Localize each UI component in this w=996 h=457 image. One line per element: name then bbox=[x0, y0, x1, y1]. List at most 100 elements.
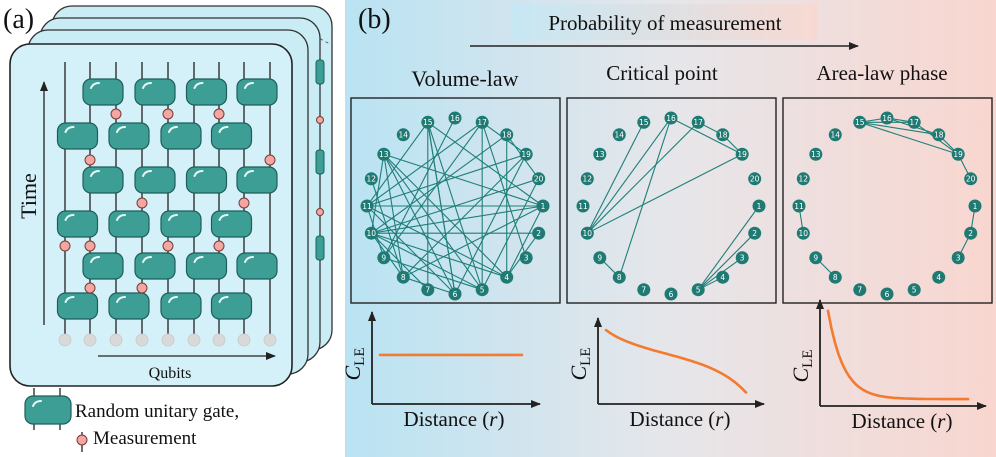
graph-node bbox=[396, 270, 410, 284]
graph-node bbox=[421, 115, 435, 129]
graph-edge bbox=[427, 121, 544, 207]
graph-node bbox=[475, 283, 489, 297]
graph-node-label: 7 bbox=[425, 285, 430, 294]
graph-node-label: 11 bbox=[362, 202, 372, 211]
graph-node bbox=[964, 172, 978, 186]
graph-node-label: 18 bbox=[718, 131, 728, 140]
gate-highlight bbox=[244, 256, 254, 263]
qubit-initial-state bbox=[109, 333, 123, 347]
y-axis-label: CLE bbox=[340, 347, 368, 380]
graph-node-label: 2 bbox=[968, 229, 973, 238]
graph-node-label: 2 bbox=[536, 229, 541, 238]
random-unitary-gate bbox=[134, 166, 176, 194]
measurement-marker bbox=[84, 282, 96, 294]
graph-node bbox=[828, 270, 842, 284]
back-gate-stub bbox=[315, 235, 325, 261]
qubits-label: Qubits bbox=[149, 365, 192, 382]
probability-arrow-label: Probability of measurement bbox=[548, 11, 781, 35]
measurement-marker bbox=[264, 154, 276, 166]
graph-node-label: 12 bbox=[583, 175, 593, 184]
gate-highlight bbox=[168, 296, 178, 303]
graph-node bbox=[853, 283, 867, 297]
panel-b-label: (b) bbox=[358, 4, 391, 35]
random-unitary-gate bbox=[236, 166, 278, 194]
gate-highlight bbox=[142, 82, 152, 89]
graph-node bbox=[716, 128, 730, 142]
graph-node bbox=[907, 283, 921, 297]
graph-node-label: 5 bbox=[696, 285, 701, 294]
graph-node bbox=[377, 251, 391, 265]
random-unitary-gate bbox=[236, 78, 278, 106]
graph-node-label: 14 bbox=[399, 131, 409, 140]
graph-node-label: 14 bbox=[615, 131, 625, 140]
graph-edge bbox=[481, 178, 540, 290]
graph-edge bbox=[859, 121, 959, 155]
qubit-initial-state bbox=[237, 333, 251, 347]
graph-node bbox=[500, 128, 514, 142]
graph-node-label: 20 bbox=[534, 175, 544, 184]
graph-edge bbox=[370, 232, 429, 291]
graph-node-label: 3 bbox=[524, 254, 529, 263]
graph-node-label: 19 bbox=[953, 150, 963, 159]
panel-b-background bbox=[345, 0, 996, 457]
random-unitary-gate bbox=[108, 210, 150, 238]
graph-node-label: 16 bbox=[450, 114, 460, 123]
back-measurement-stub bbox=[316, 116, 324, 124]
random-unitary-gate bbox=[210, 122, 253, 150]
graph-edge bbox=[383, 153, 544, 207]
graph-node-label: 6 bbox=[453, 290, 458, 299]
graph-node-label: 9 bbox=[813, 254, 818, 263]
graph-node-label: 11 bbox=[578, 202, 588, 211]
graph-node-label: 2 bbox=[752, 229, 757, 238]
graph-node-label: 3 bbox=[740, 254, 745, 263]
graph-node bbox=[475, 115, 489, 129]
graph-node bbox=[828, 128, 842, 142]
graph-node bbox=[396, 128, 410, 142]
gate-highlight bbox=[168, 126, 178, 133]
graph-node-label: 10 bbox=[799, 229, 809, 238]
graph-edge bbox=[371, 178, 539, 234]
gate-highlight bbox=[90, 256, 100, 263]
graph-edge bbox=[383, 153, 508, 278]
back-gate-stub bbox=[315, 149, 325, 175]
gate-highlight bbox=[218, 126, 229, 133]
random-unitary-gate bbox=[108, 122, 150, 150]
graph-edge bbox=[859, 121, 939, 136]
graph-node-label: 13 bbox=[379, 150, 389, 159]
graph-edge bbox=[371, 232, 507, 278]
graph-node bbox=[735, 147, 749, 161]
graph-node bbox=[968, 199, 982, 213]
graph-node-label: 15 bbox=[855, 118, 865, 127]
graph-node bbox=[748, 226, 762, 240]
time-label: Time bbox=[16, 173, 41, 219]
graph-node-label: 16 bbox=[666, 114, 676, 123]
graph-node-label: 14 bbox=[831, 131, 841, 140]
measurement-marker bbox=[213, 240, 225, 252]
graph-node bbox=[792, 199, 806, 213]
graph-edge bbox=[697, 205, 760, 291]
title-volume-law: Volume-law bbox=[411, 66, 518, 91]
gate-highlight bbox=[218, 296, 229, 303]
back-measurement-stub bbox=[316, 208, 324, 216]
graph-node-label: 7 bbox=[857, 285, 862, 294]
arrow-label-background bbox=[512, 4, 818, 40]
graph-node-label: 8 bbox=[833, 273, 838, 282]
graph-edge bbox=[370, 134, 508, 234]
graph-node-label: 13 bbox=[811, 150, 821, 159]
graph-node bbox=[752, 199, 766, 213]
gate-highlight bbox=[142, 256, 152, 263]
graph-node-label: 6 bbox=[885, 290, 890, 299]
legend-measurement-label: Measurement bbox=[93, 428, 197, 449]
graph-edge bbox=[383, 257, 483, 291]
panel-a: Time Qubits Random unitary gate, Measure… bbox=[3, 4, 333, 452]
random-unitary-gate bbox=[210, 210, 253, 238]
title-critical-point: Critical point bbox=[606, 61, 718, 85]
graph-node bbox=[951, 251, 965, 265]
graph-node bbox=[951, 147, 965, 161]
graph-node bbox=[500, 270, 514, 284]
legend-gate-label: Random unitary gate, bbox=[75, 401, 239, 422]
graph-node-label: 11 bbox=[794, 202, 804, 211]
